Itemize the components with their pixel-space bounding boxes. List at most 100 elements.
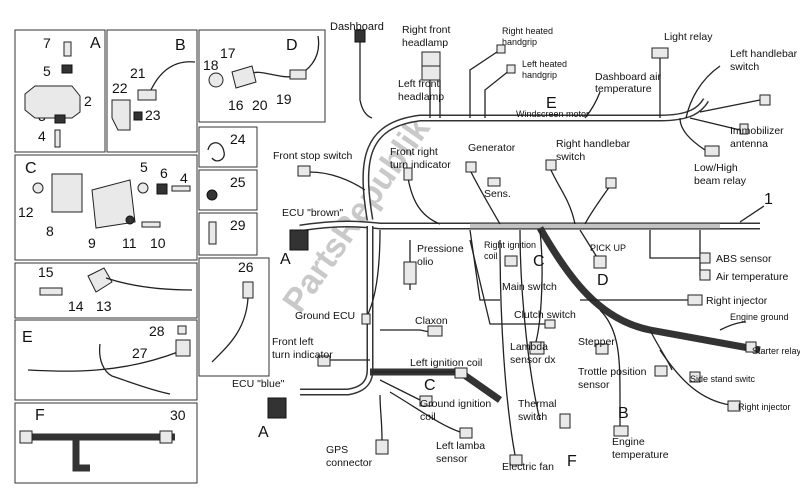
label-front-left-ind-1: Front left — [272, 336, 314, 348]
label-starter-relay: Starter relay — [752, 346, 800, 356]
connector-engine-temp — [613, 425, 629, 437]
nut-11 — [125, 215, 135, 225]
part-20-label: 20 — [252, 97, 268, 113]
panel-25: 25 — [198, 169, 258, 211]
bolt-10 — [141, 221, 161, 228]
part-18-label: 18 — [203, 57, 219, 73]
label-thermal-1: Thermal — [518, 398, 557, 410]
label-left-lamba-2: sensor — [436, 453, 468, 465]
callout-b1: B — [618, 405, 629, 422]
panel-d: D 17 18 16 20 19 — [198, 29, 326, 123]
label-left-handlebar-2: switch — [730, 61, 759, 73]
sensor-cable-d — [249, 35, 320, 78]
callout-e: E — [546, 95, 557, 112]
panel-a: A 7 5 3 4 2 — [14, 29, 106, 153]
panel-f-letter: F — [35, 407, 45, 424]
wire-abs — [649, 230, 700, 259]
part-13-label: 13 — [96, 298, 112, 314]
callout-part-1: 1 — [764, 191, 773, 208]
part-17-label: 17 — [220, 45, 236, 61]
label-trottle-2: sensor — [578, 379, 610, 391]
connector-26 — [242, 281, 254, 299]
wire-claxon — [380, 329, 431, 333]
part-8-label: 8 — [46, 223, 54, 239]
panel-a-letter: A — [90, 35, 101, 52]
sensor-cable-b — [149, 61, 196, 93]
part-9-label: 9 — [88, 235, 96, 251]
label-immobilizer-1: Immobilizer — [730, 125, 784, 137]
wire-switch-connector — [699, 99, 761, 113]
connector-sens — [487, 177, 501, 187]
label-right-injector-2: Right injector — [738, 402, 791, 412]
hv-cable-13 — [105, 277, 193, 291]
screw-29 — [208, 221, 217, 245]
harness-sleeve — [470, 222, 720, 230]
label-left-front-headlamp-2: headlamp — [398, 91, 444, 103]
connector-clutch — [544, 319, 556, 329]
connector-thermal — [559, 413, 571, 429]
connector-electric-fan — [509, 454, 523, 466]
harness-right-diagonal — [536, 226, 761, 354]
connector-starter-relay — [745, 341, 757, 353]
wire-front-stop — [309, 171, 366, 191]
panel-29: 29 — [198, 212, 258, 256]
harness-e-branch — [98, 343, 171, 395]
connector-d — [289, 69, 307, 80]
bolt-7 — [63, 41, 72, 57]
connector-front-left-ind — [317, 355, 331, 367]
label-clutch-switch: Clutch switch — [514, 309, 576, 321]
panel-c-letter: C — [25, 160, 37, 177]
bracket-22 — [111, 99, 131, 131]
part-5c-label: 5 — [140, 159, 148, 175]
label-ground-ignition-2: coil — [420, 411, 436, 423]
label-front-right-ind-2: turn indicator — [390, 159, 451, 171]
wire-right-injector-2 — [659, 349, 731, 406]
connector-right-grip — [496, 44, 506, 54]
label-claxon: Claxon — [415, 315, 448, 327]
label-right-heated-handgrip-2: handgrip — [502, 37, 537, 47]
connector-right-handlebar — [545, 159, 557, 171]
connector-right-ignition — [504, 255, 518, 267]
connector-light-relay — [651, 47, 669, 59]
part-10-label: 10 — [150, 235, 166, 251]
cap-13 — [87, 267, 113, 293]
connector-right-headlamp — [421, 51, 441, 67]
label-left-ignition-coil: Left ignition coil — [410, 357, 482, 369]
callout-c2: C — [424, 377, 436, 394]
clamp-24 — [207, 142, 225, 162]
connector-immobilizer — [739, 123, 749, 135]
leader-part-1 — [739, 205, 765, 223]
callout-a2: A — [258, 424, 269, 441]
panel-f-frame — [14, 402, 198, 484]
label-beam-relay-2: beam relay — [694, 175, 747, 187]
cable-26 — [211, 297, 249, 363]
wire-gps — [379, 394, 383, 441]
label-stepper: Stepper — [578, 336, 615, 348]
label-lambda-dx-2: sensor dx — [510, 354, 556, 366]
panel-b-letter: B — [175, 37, 186, 54]
wire-dashboard — [359, 34, 373, 119]
nut-25 — [206, 189, 218, 201]
label-pick-up: PICK UP — [590, 243, 626, 253]
label-main-switch: Main switch — [502, 281, 557, 293]
wire-dash-air — [584, 91, 601, 119]
label-front-left-ind-2: turn indicator — [272, 349, 333, 361]
spark-plug-15 — [39, 287, 63, 296]
label-ground-ignition-1: Ground ignition — [420, 398, 491, 410]
connector-right-injector-2 — [727, 400, 741, 412]
panel-b-frame — [106, 29, 198, 153]
part-11-label: 11 — [122, 235, 137, 251]
label-engine-ground: Engine ground — [730, 312, 789, 322]
screw-4 — [54, 129, 61, 148]
wire-right-grip — [469, 49, 501, 118]
connector-e — [175, 339, 191, 357]
labels: Dashboard Right front headlamp Right hea… — [232, 21, 800, 473]
label-ground-ecu: Ground ECU — [295, 310, 355, 322]
connector-ground-ecu — [361, 313, 371, 325]
nut-6c — [156, 183, 168, 195]
washer-5c — [137, 182, 149, 194]
harness-f-branch — [72, 437, 90, 472]
connector-generator — [465, 161, 477, 173]
connector-side-stand — [689, 371, 701, 383]
label-pressione-2: olio — [417, 256, 434, 268]
